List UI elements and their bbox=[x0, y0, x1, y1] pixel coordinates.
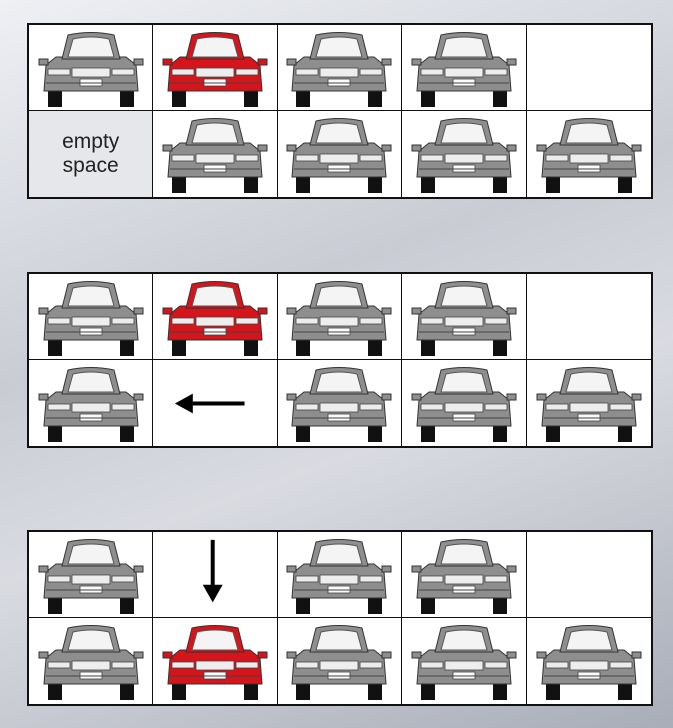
gray-car-icon bbox=[536, 115, 642, 193]
parking-stage-1: empty space bbox=[27, 23, 653, 199]
gray-car-slot bbox=[278, 532, 402, 618]
gray-car-slot bbox=[402, 618, 526, 704]
red-car-icon bbox=[162, 622, 268, 700]
gray-car-icon bbox=[411, 278, 517, 356]
gray-car-slot bbox=[278, 111, 402, 197]
gray-car-slot bbox=[402, 532, 526, 618]
gray-car-icon bbox=[286, 29, 392, 107]
empty-slot bbox=[527, 25, 651, 111]
move-down-slot bbox=[153, 532, 277, 618]
red-car-icon bbox=[162, 29, 268, 107]
gray-car-icon bbox=[38, 278, 144, 356]
red-car-slot bbox=[153, 25, 277, 111]
gray-car-slot bbox=[402, 360, 526, 446]
gray-car-icon bbox=[286, 536, 392, 614]
gray-car-slot bbox=[153, 111, 277, 197]
gray-car-icon bbox=[286, 622, 392, 700]
gray-car-icon bbox=[411, 115, 517, 193]
gray-car-slot bbox=[527, 360, 651, 446]
gray-car-slot bbox=[29, 274, 153, 360]
red-car-icon bbox=[162, 278, 268, 356]
gray-car-slot bbox=[527, 618, 651, 704]
gray-car-icon bbox=[286, 115, 392, 193]
gray-car-icon bbox=[411, 364, 517, 442]
gray-car-icon bbox=[411, 536, 517, 614]
empty-slot bbox=[527, 532, 651, 618]
empty-slot bbox=[527, 274, 651, 360]
gray-car-icon bbox=[286, 278, 392, 356]
gray-car-slot bbox=[278, 25, 402, 111]
gray-car-icon bbox=[38, 29, 144, 107]
red-car-slot bbox=[153, 618, 277, 704]
gray-car-icon bbox=[162, 115, 268, 193]
gray-car-slot bbox=[402, 111, 526, 197]
gray-car-slot bbox=[278, 360, 402, 446]
red-car-slot bbox=[153, 274, 277, 360]
gray-car-slot bbox=[278, 274, 402, 360]
gray-car-slot bbox=[527, 111, 651, 197]
gray-car-slot bbox=[278, 618, 402, 704]
gray-car-slot bbox=[402, 25, 526, 111]
parking-stage-3 bbox=[27, 530, 653, 706]
gray-car-slot bbox=[29, 618, 153, 704]
gray-car-slot bbox=[29, 25, 153, 111]
gray-car-icon bbox=[38, 364, 144, 442]
move-left-slot bbox=[153, 360, 277, 446]
gray-car-slot bbox=[29, 532, 153, 618]
gray-car-icon bbox=[411, 622, 517, 700]
parking-stage-2 bbox=[27, 272, 653, 448]
empty-space-slot: empty space bbox=[29, 111, 153, 197]
gray-car-slot bbox=[402, 274, 526, 360]
gray-car-icon bbox=[286, 364, 392, 442]
gray-car-icon bbox=[411, 29, 517, 107]
gray-car-icon bbox=[38, 622, 144, 700]
gray-car-icon bbox=[536, 364, 642, 442]
gray-car-icon bbox=[38, 536, 144, 614]
gray-car-slot bbox=[29, 360, 153, 446]
gray-car-icon bbox=[536, 622, 642, 700]
arrow-left-icon bbox=[153, 360, 276, 446]
arrow-down-icon bbox=[153, 532, 276, 617]
empty-space-label: empty space bbox=[29, 111, 152, 197]
